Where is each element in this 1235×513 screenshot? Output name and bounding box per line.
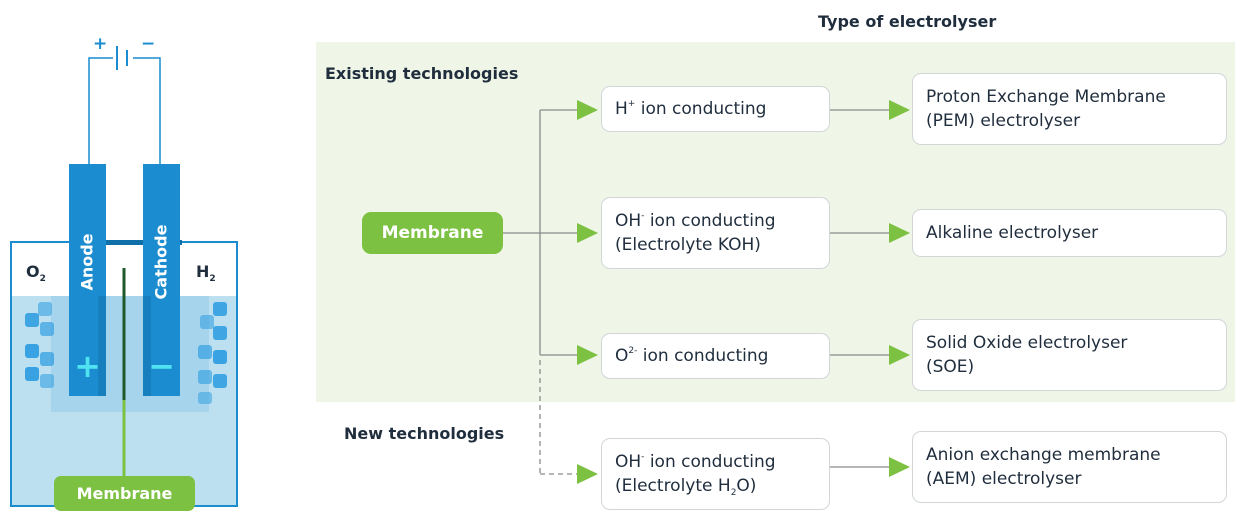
bubble: [213, 326, 227, 340]
bubble: [38, 302, 52, 316]
trunk-lines: [503, 109, 898, 468]
bubble: [40, 352, 54, 366]
bubble: [25, 344, 39, 358]
bubble: [198, 370, 212, 384]
bubble: [40, 374, 54, 388]
wire-right: [133, 57, 161, 165]
electrolysis-cell-illustration: [10, 46, 238, 507]
bubble: [198, 392, 212, 404]
arrowhead: [889, 100, 910, 120]
wire-left: [88, 57, 113, 165]
diagram-title: Type of electrolyser: [818, 12, 997, 31]
anode-shade: [98, 296, 106, 396]
arrowhead: [889, 345, 910, 365]
membrane-root-node: Membrane: [362, 212, 503, 254]
bubble: [40, 322, 54, 336]
bubble: [25, 367, 39, 381]
battery-plus-sign: +: [93, 34, 108, 54]
conductor-node-h-plus: H+ ion conducting: [601, 86, 830, 132]
electrolyser-node-pem: Proton Exchange Membrane (PEM) electroly…: [912, 73, 1227, 145]
anode-plus-sign: +: [74, 347, 101, 385]
conductor-node-o2: O2- ion conducting: [601, 333, 830, 379]
arrowhead: [889, 457, 910, 477]
arrowhead: [577, 223, 598, 243]
existing-technologies-heading: Existing technologies: [325, 64, 519, 83]
electrolyser-node-soe: Solid Oxide electrolyser (SOE): [912, 319, 1227, 391]
cathode-shade: [143, 296, 151, 396]
bubble: [213, 374, 227, 388]
arrowhead: [577, 100, 598, 120]
bubble: [25, 313, 39, 327]
conductor-node-oh-h2o: OH- ion conducting (Electrolyte H2O): [601, 438, 830, 510]
electrolyser-node-aem: Anion exchange membrane (AEM) electrolys…: [912, 431, 1227, 503]
arrowhead: [577, 345, 598, 365]
arrowheads: [577, 100, 910, 484]
hydrogen-bubbles: [198, 302, 227, 404]
new-technologies-heading: New technologies: [344, 424, 505, 443]
hydrogen-label: H2: [196, 262, 216, 284]
bubble: [198, 345, 212, 359]
electrolyser-node-alkaline: Alkaline electrolyser: [912, 209, 1227, 257]
bubble: [213, 302, 227, 316]
arrowhead: [889, 223, 910, 243]
dashed-branch: [539, 360, 586, 475]
arrowhead: [577, 464, 598, 484]
cell-membrane-label: Membrane: [54, 476, 195, 511]
oxygen-bubbles: [25, 302, 54, 388]
cathode-minus-sign: −: [148, 347, 175, 385]
conductor-node-oh-koh: OH- ion conducting (Electrolyte KOH): [601, 197, 830, 269]
bubble: [200, 315, 214, 329]
oxygen-label: O2: [26, 262, 46, 284]
bubble: [213, 350, 227, 364]
battery-minus-sign: −: [141, 34, 156, 54]
tank-lid: [69, 240, 182, 245]
